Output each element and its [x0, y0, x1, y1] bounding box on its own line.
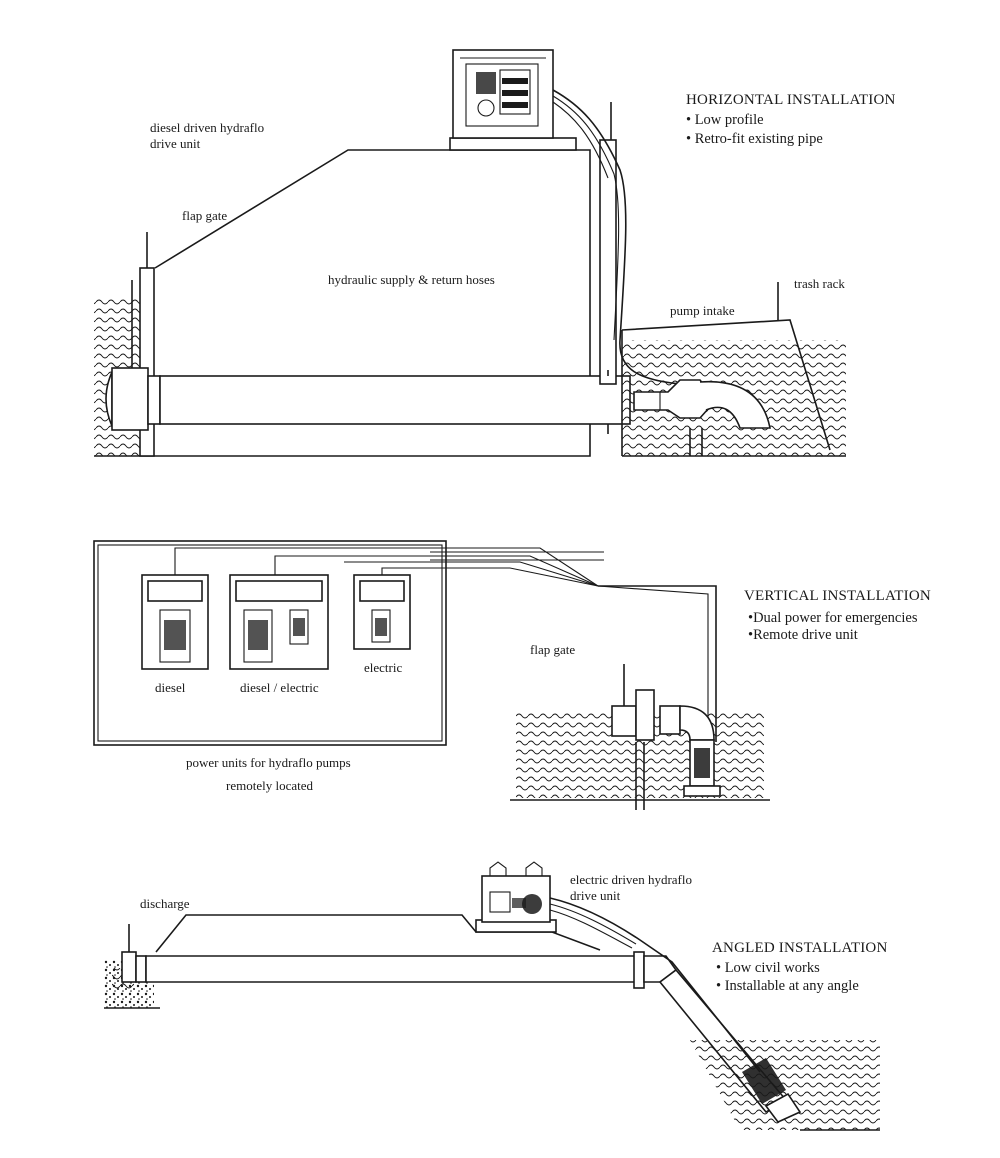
- vertical-installation-section: [93, 540, 770, 810]
- label-pump-intake: pump intake: [670, 303, 735, 318]
- label-electric-drive-unit-line1: electric driven hydraflo: [570, 872, 692, 887]
- hose-riser: [599, 139, 617, 385]
- angled-installation-section: [104, 861, 880, 1131]
- title-angled-installation: ANGLED INSTALLATION: [712, 940, 888, 956]
- bullet-low-civil-works: • Low civil works: [716, 960, 820, 976]
- angled-pump: [742, 1058, 786, 1104]
- angled-water: [690, 1040, 880, 1130]
- label-diesel-drive-unit-line2: drive unit: [150, 136, 201, 151]
- title-horizontal-installation: HORIZONTAL INSTALLATION: [686, 92, 896, 108]
- hose-line-to-pump: [598, 585, 717, 742]
- embankment: [154, 149, 591, 457]
- label-power-units-line1: power units for hydraflo pumps: [186, 755, 351, 770]
- label-flap-gate-horizontal: flap gate: [182, 208, 227, 223]
- hose-line-diesel: [174, 547, 599, 587]
- power-units-enclosure: [93, 540, 447, 746]
- label-flap-gate-vertical: flap gate: [530, 642, 575, 657]
- bullet-retro-fit: • Retro-fit existing pipe: [686, 131, 823, 147]
- angled-embankment: [155, 914, 601, 953]
- label-power-units-line2: remotely located: [226, 778, 313, 793]
- horizontal-pipe: [159, 375, 631, 425]
- bullet-low-profile: • Low profile: [686, 112, 764, 128]
- label-hydraulic-hoses: hydraulic supply & return hoses: [328, 272, 495, 287]
- horizontal-installation-section: [94, 49, 846, 457]
- title-vertical-installation: VERTICAL INSTALLATION: [744, 588, 931, 604]
- bullet-installable-any-angle: • Installable at any angle: [716, 978, 859, 994]
- trash-rack: [621, 319, 831, 451]
- diesel-drive-unit: [452, 49, 554, 139]
- angled-hydraulic-hoses: [549, 897, 761, 1073]
- label-diesel: diesel: [155, 680, 186, 695]
- flap-gate-vertical: [611, 705, 637, 737]
- label-trash-rack: trash rack: [794, 276, 845, 291]
- discharge-flap-gate: [121, 951, 137, 983]
- label-diesel-drive-unit-line1: diesel driven hydraflo: [150, 120, 264, 135]
- label-electric: electric: [364, 660, 402, 675]
- bullet-remote-drive: •Remote drive unit: [748, 627, 858, 643]
- label-electric-drive-unit-line2: drive unit: [570, 888, 621, 903]
- label-discharge: discharge: [140, 896, 190, 911]
- label-diesel-electric: diesel / electric: [240, 680, 319, 695]
- bullet-dual-power: •Dual power for emergencies: [748, 610, 918, 626]
- angled-discharge-pipe: [145, 955, 639, 983]
